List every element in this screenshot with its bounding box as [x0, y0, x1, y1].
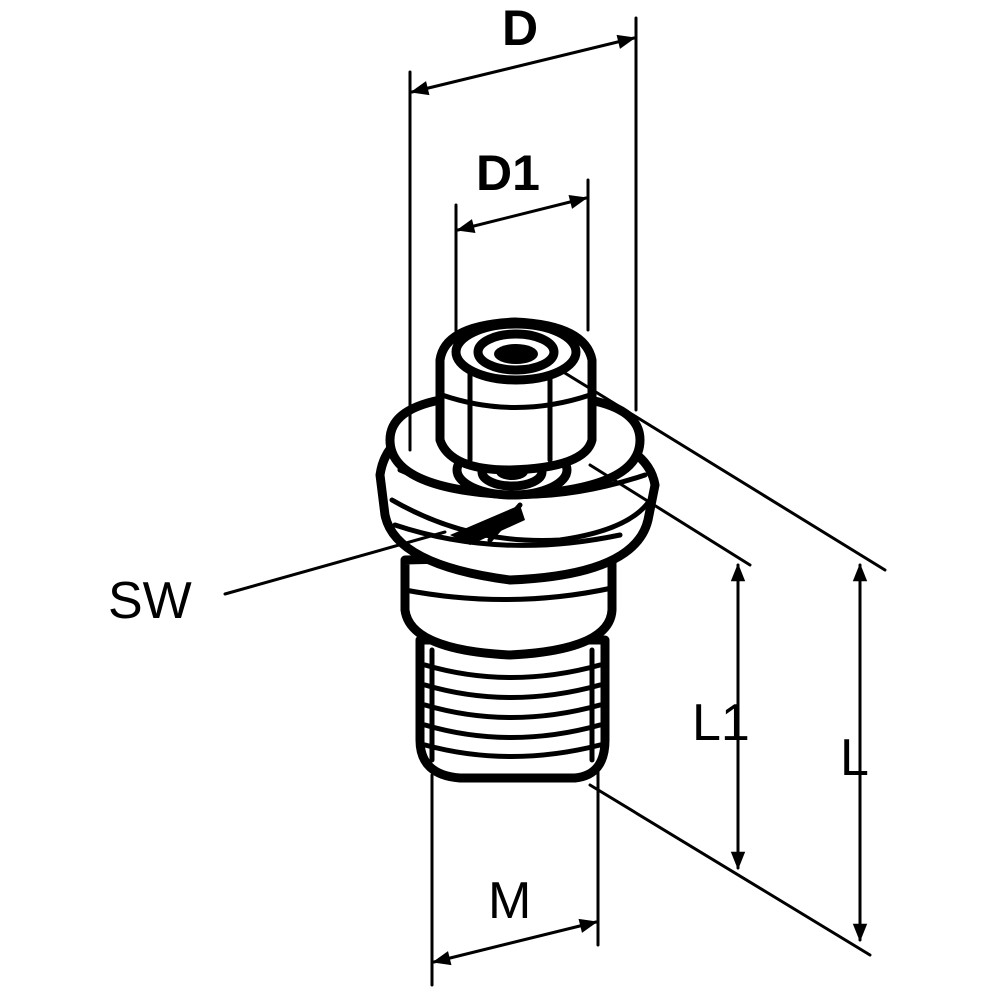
- label-d: D: [502, 0, 538, 56]
- label-sw: SW: [108, 572, 192, 630]
- label-l1: L1: [692, 694, 750, 752]
- label-m: M: [488, 872, 531, 930]
- label-d1: D1: [476, 145, 540, 201]
- dimension-m: [430, 763, 600, 987]
- dimension-sw-leader: [223, 530, 447, 596]
- dimension-l: [558, 368, 887, 942]
- top-hex-nut: [435, 317, 597, 475]
- dimension-d1: [454, 178, 590, 362]
- threaded-shank: [415, 635, 610, 783]
- dimension-d: [408, 16, 638, 452]
- lower-collar: [400, 550, 617, 660]
- fitting-body: [375, 317, 660, 783]
- dimension-l1: [588, 463, 872, 957]
- label-l: L: [840, 729, 869, 787]
